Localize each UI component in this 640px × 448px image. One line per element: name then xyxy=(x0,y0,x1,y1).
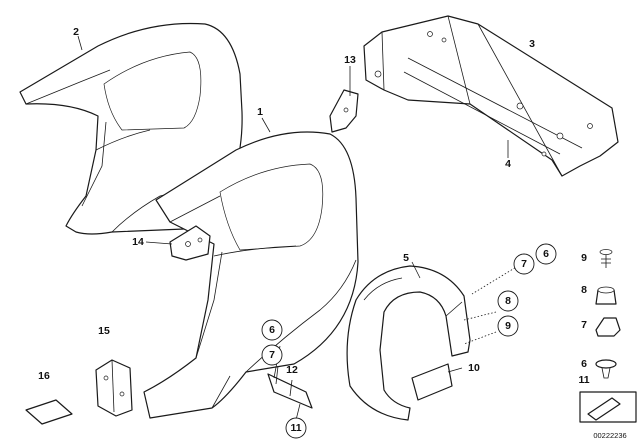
label-part-5: 5 xyxy=(403,252,409,264)
wheel-arch-liner-part-5 xyxy=(346,265,471,421)
label-part-16: 16 xyxy=(38,370,50,382)
legend-number-8: 8 xyxy=(581,284,587,296)
leader-lines xyxy=(77,35,519,421)
legend-icons xyxy=(579,249,637,423)
callout-8: 8 xyxy=(505,295,511,307)
label-part-13: 13 xyxy=(344,54,356,66)
bracket-part-13 xyxy=(329,89,359,133)
callout-11: 11 xyxy=(290,422,301,434)
circled-callouts: 6 7 8 9 6 7 11 xyxy=(261,243,557,439)
callout-circle-7-top xyxy=(513,253,535,275)
label-part-1: 1 xyxy=(257,106,263,118)
label-part-15: 15 xyxy=(98,325,110,337)
label-part-4: 4 xyxy=(505,158,511,170)
legend-number-7: 7 xyxy=(581,319,587,331)
part-labels: 2 1 13 3 4 5 14 15 16 12 10 xyxy=(38,26,535,382)
arrow-icon xyxy=(579,391,637,423)
callout-9: 9 xyxy=(505,320,511,332)
legend-numbers: 9 8 7 6 11 xyxy=(578,252,589,386)
callout-circle-6-top xyxy=(535,243,557,265)
diagram-code: 00222236 xyxy=(593,431,626,440)
bracket-part-12 xyxy=(267,373,313,409)
pad-part-16 xyxy=(25,399,73,425)
label-part-14: 14 xyxy=(132,236,144,248)
callout-circle-7-left xyxy=(261,344,283,366)
nut-icon xyxy=(595,286,617,305)
legend-number-11: 11 xyxy=(578,374,589,386)
label-part-2: 2 xyxy=(73,26,79,38)
bracket-part-15 xyxy=(95,359,133,417)
side-panel-part-1 xyxy=(143,131,359,419)
expanding-rivet-icon xyxy=(595,359,617,379)
screw-icon xyxy=(599,249,613,268)
clip-icon xyxy=(595,317,621,337)
callout-circle-6-left xyxy=(261,319,283,341)
callout-6-top: 6 xyxy=(543,248,549,260)
callout-circle-11 xyxy=(285,417,307,439)
callout-circle-8 xyxy=(497,290,519,312)
label-part-12: 12 xyxy=(286,364,298,376)
label-part-3: 3 xyxy=(529,38,535,50)
callout-6-left: 6 xyxy=(269,324,275,336)
plate-part-10 xyxy=(411,363,453,401)
callout-7-left: 7 xyxy=(269,349,275,361)
legend-number-6: 6 xyxy=(581,358,587,370)
rear-panel-part-3-4 xyxy=(363,15,619,177)
label-part-10: 10 xyxy=(468,362,480,374)
callout-7-top: 7 xyxy=(521,258,527,270)
callout-circle-9 xyxy=(497,315,519,337)
legend-number-9: 9 xyxy=(581,252,587,264)
bracket-part-14 xyxy=(169,225,211,261)
